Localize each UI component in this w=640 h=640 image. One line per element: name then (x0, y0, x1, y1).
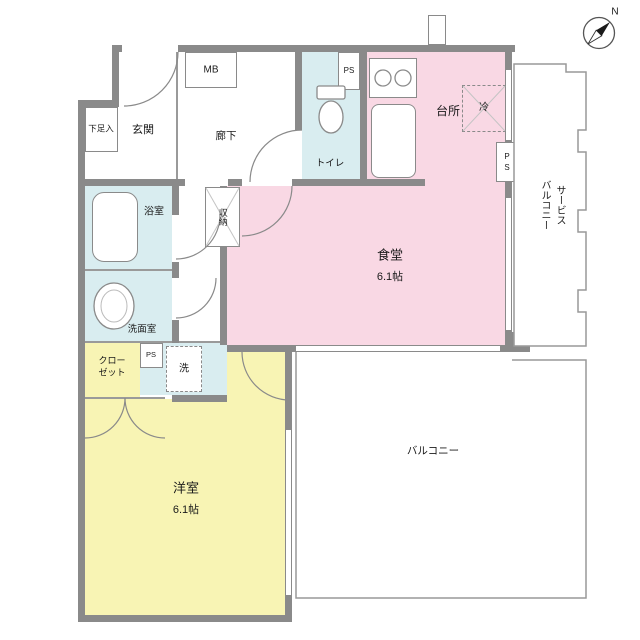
wall-segment (78, 179, 185, 186)
pipe-space-left-box (140, 343, 163, 368)
label-compass-north: N (611, 6, 619, 18)
label-bathroom: 浴室 (144, 206, 164, 218)
label-washer: 洗 (179, 363, 189, 375)
wall-segment (78, 615, 292, 622)
wall-segment (292, 179, 302, 186)
compass-icon (582, 16, 616, 50)
wall-segment (295, 52, 302, 130)
wall-segment (172, 320, 179, 343)
pipe-space-top-box (338, 52, 360, 90)
wall-segment (220, 186, 227, 345)
label-western-room: 洋室 (172, 480, 200, 496)
label-pipe-space-left: PS (145, 350, 157, 360)
wall-segment (360, 52, 367, 186)
label-toilet: トイレ (315, 157, 345, 169)
bathtub-icon (92, 192, 138, 262)
label-storage: 収納 (217, 208, 228, 226)
meter-box (185, 52, 237, 88)
kitchen-sink-box (371, 104, 416, 178)
shoe-cabinet-box (85, 107, 118, 152)
label-western-room-size: 6.1帖 (172, 503, 200, 516)
window (285, 430, 292, 595)
closet-door-line (85, 397, 165, 399)
balcony-outline (295, 352, 587, 599)
wall-segment (178, 45, 515, 52)
stove-counter-box (369, 58, 417, 98)
label-pipe-space-top: PS (343, 65, 355, 75)
window (505, 198, 512, 330)
label-pipe-space-right: P S (504, 151, 510, 172)
dining-floor (227, 186, 505, 345)
wall-segment (172, 186, 179, 215)
label-refrigerator: 冷 (479, 102, 489, 114)
washer-box (166, 346, 202, 392)
label-meter-box: MB (203, 64, 219, 76)
label-entrance: 玄関 (132, 123, 154, 136)
refrigerator-box (462, 85, 506, 132)
wall-segment (112, 45, 119, 107)
label-closet: クロー ゼット (98, 355, 126, 377)
partition-line (85, 341, 227, 343)
wall-segment (78, 100, 119, 107)
window (296, 345, 500, 352)
western-room-floor-ext (227, 352, 285, 399)
label-kitchen: 台所 (435, 104, 461, 119)
label-balcony: バルコニー (406, 445, 460, 458)
wall-segment (172, 395, 227, 402)
label-washroom: 洗面室 (127, 323, 157, 335)
window (505, 70, 512, 140)
duct-box (428, 15, 446, 45)
closet-floor (85, 343, 140, 397)
label-shoe-cabinet: 下足入 (88, 123, 114, 134)
wall-segment (172, 262, 179, 278)
label-dining: 食堂 (376, 247, 404, 263)
entrance-step-line (176, 52, 178, 179)
wall-segment (78, 100, 85, 622)
label-service-balcony: サービス バルコニー (539, 180, 565, 230)
wall-segment (228, 179, 242, 186)
label-dining-size: 6.1帖 (376, 270, 404, 283)
wall-corner-block (512, 332, 530, 352)
partition-line (85, 269, 172, 271)
label-hallway: 廊下 (215, 130, 237, 143)
